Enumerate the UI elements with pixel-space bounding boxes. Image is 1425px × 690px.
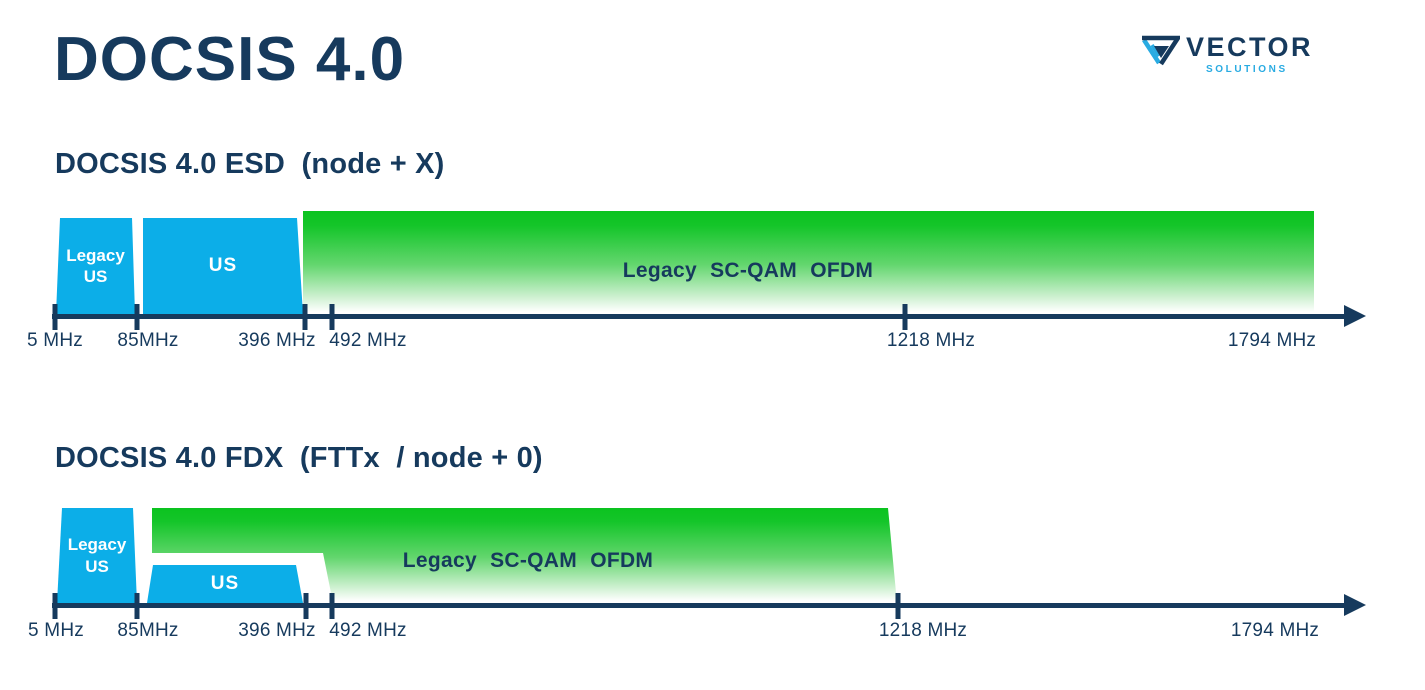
fdx-us-band: US [147,565,303,603]
esd-downstream-band [303,211,1314,314]
esd-axis-arrowhead-icon [1344,305,1366,327]
fdx-us-band-label: US [210,573,240,594]
esd-axis-label-85mhz: 85MHz [117,330,179,351]
fdx-axis-label-5mhz: 5 MHz [28,620,84,641]
section-fdx-title: DOCSIS 4.0 FDX (FTTx / node + 0) [55,442,543,474]
esd-us-band: US [143,218,303,314]
fdx-axis-label-1218mhz: 1218 MHz [878,620,968,641]
fdx-axis-arrowhead-icon [1344,594,1366,616]
fdx-tick-1218mhz [895,593,901,619]
esd-axis-label-396mhz: 396 MHz [238,330,316,351]
fdx-legacy-us-band: Legacy US [57,508,137,603]
esd-us-band-label: US [208,255,238,276]
fdx-axis-label-492mhz: 492 MHz [329,620,407,641]
fdx-tick-492mhz [329,593,335,619]
esd-tick-1218mhz [902,304,908,330]
fdx-tick-85mhz [134,593,140,619]
fdx-axis-label-396mhz: 396 MHz [238,620,316,641]
page-title: DOCSIS 4.0 [54,25,406,94]
esd-downstream-band-label: Legacy SC-QAM OFDM [622,259,874,282]
fdx-legacy-us-band-label: Legacy US [67,535,127,576]
vector-solutions-logo: VECTOR SOLUTIONS [1140,30,1340,82]
esd-tick-85mhz [134,304,140,330]
esd-axis-label-1218mhz: 1218 MHz [886,330,976,351]
esd-legacy-us-band-label: Legacy US [66,245,125,286]
vector-logo-mark-icon [1142,35,1180,66]
logo-tagline-text: SOLUTIONS [1206,64,1288,75]
fdx-frequency-axis [52,603,1348,608]
esd-tick-492mhz [329,304,335,330]
logo-brand-text: VECTOR [1186,32,1314,62]
fdx-downstream-band-label: Legacy SC-QAM OFDM [402,549,654,572]
esd-axis-label-492mhz: 492 MHz [329,330,407,351]
fdx-tick-5mhz [52,593,58,619]
esd-frequency-axis [52,314,1348,319]
fdx-axis-label-1794mhz: 1794 MHz [1230,620,1320,641]
esd-legacy-us-band: Legacy US [56,218,135,314]
section-esd-title: DOCSIS 4.0 ESD (node + X) [55,148,445,180]
esd-tick-396mhz [302,304,308,330]
fdx-axis-label-85mhz: 85MHz [117,620,179,641]
fdx-tick-396mhz [303,593,309,619]
esd-axis-label-1794mhz: 1794 MHz [1227,330,1317,351]
esd-tick-5mhz [52,304,58,330]
esd-axis-label-5mhz: 5 MHz [27,330,83,351]
